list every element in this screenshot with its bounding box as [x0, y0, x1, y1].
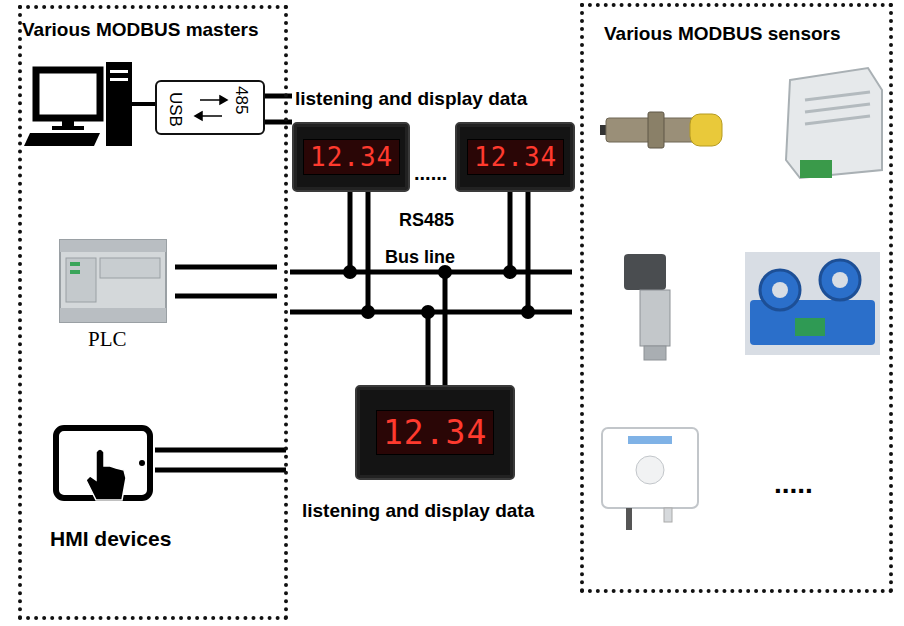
module-vent [805, 104, 870, 112]
pc-tower [106, 62, 132, 146]
panel-display: 12.34 [455, 122, 575, 192]
led-readout: 12.34 [303, 139, 400, 175]
sensor-toroid [760, 270, 800, 310]
group-heading: Various MODBUS sensors [604, 23, 841, 45]
usb-cable [132, 102, 155, 106]
plc-body [60, 240, 166, 322]
hmi-wire [155, 468, 286, 473]
proximity-sensor [600, 112, 722, 148]
panel-display: 12.34 [292, 122, 410, 192]
junction-dots [343, 265, 535, 319]
display-leg [526, 190, 531, 312]
device-label: USB [165, 92, 185, 127]
junction-dot [361, 305, 375, 319]
keyboard [24, 133, 100, 146]
display-leg [366, 190, 371, 312]
plc-wire [175, 294, 277, 299]
transducer-fitting [644, 346, 666, 360]
sensor-cap [690, 114, 722, 146]
plc-bottom-strip [60, 308, 166, 322]
sensor-board [795, 318, 825, 336]
tower-slot [110, 78, 128, 81]
panel-display: 12.34 [355, 385, 515, 480]
vent-circle [636, 456, 664, 484]
transducer-connector [624, 254, 666, 290]
converter-box: 485 USB [155, 80, 265, 135]
pressure-transducer [624, 254, 670, 360]
arrow-head [220, 96, 227, 104]
plc-panel [66, 258, 96, 302]
plc-wire [175, 265, 277, 270]
group-box: Various MODBUS sensors [580, 3, 893, 593]
annotation-label: Bus line [385, 247, 455, 268]
device-label: HMI devices [50, 527, 171, 551]
sensor-toroid [820, 260, 860, 300]
monitor-base [52, 126, 84, 130]
arrow-shaft [202, 115, 222, 117]
hmi-wire [155, 448, 286, 453]
plc-device: PLC [55, 235, 175, 360]
annotation-label: ...... [414, 162, 447, 185]
sensor-cable [626, 508, 632, 530]
converter-arrows [195, 96, 227, 120]
junction-dot [521, 305, 535, 319]
monitor [36, 70, 100, 118]
sensor-hole [772, 282, 788, 298]
display-leg [426, 312, 431, 388]
module-terminal [800, 160, 832, 178]
enclosure [602, 428, 698, 508]
arrow-head [195, 112, 202, 120]
group-heading: Various MODBUS masters [22, 19, 259, 41]
plc-led [70, 262, 80, 266]
sensor-hole [832, 272, 848, 288]
sensor-probe [664, 508, 672, 522]
led-readout: 12.34 [467, 139, 564, 175]
display-leg [508, 190, 513, 272]
plc-illustration [60, 240, 166, 322]
junction-dot [343, 265, 357, 279]
photo-background [745, 252, 880, 355]
transducer-body [640, 290, 670, 346]
plc-led [70, 270, 80, 274]
junction-dot [438, 265, 452, 279]
tablet-illustration [56, 428, 150, 500]
sensor-nut [648, 112, 664, 148]
humidity-sensor [602, 428, 698, 530]
hand-symbol [86, 449, 126, 500]
computer-illustration [24, 62, 155, 146]
annotation-label: ..... [774, 468, 813, 500]
din-module [786, 68, 882, 178]
enclosure-label [628, 436, 672, 444]
current-sensors [745, 252, 880, 355]
module-vent [805, 116, 870, 124]
led-readout: 12.34 [376, 410, 494, 455]
hmi-device: HMI devices [40, 420, 200, 560]
junction-dot [421, 305, 435, 319]
plc-top-strip [60, 240, 166, 252]
module-vent [805, 92, 870, 100]
plc-panel [100, 258, 160, 278]
annotation-label: RS485 [399, 210, 454, 231]
junction-dot [503, 265, 517, 279]
device-label: 485 [231, 86, 251, 114]
device-label: PLC [88, 327, 127, 352]
arrow-shaft [200, 99, 220, 101]
tablet-button [139, 460, 145, 466]
display-leg [348, 190, 353, 272]
annotation-label: listening and display data [302, 500, 534, 522]
tower-slot [110, 70, 128, 73]
group-box: Various MODBUS masters 485 USB PLC HMI devic… [18, 5, 288, 620]
module-body [786, 68, 882, 178]
display-leg [443, 272, 448, 388]
annotation-label: listening and display data [295, 88, 527, 110]
